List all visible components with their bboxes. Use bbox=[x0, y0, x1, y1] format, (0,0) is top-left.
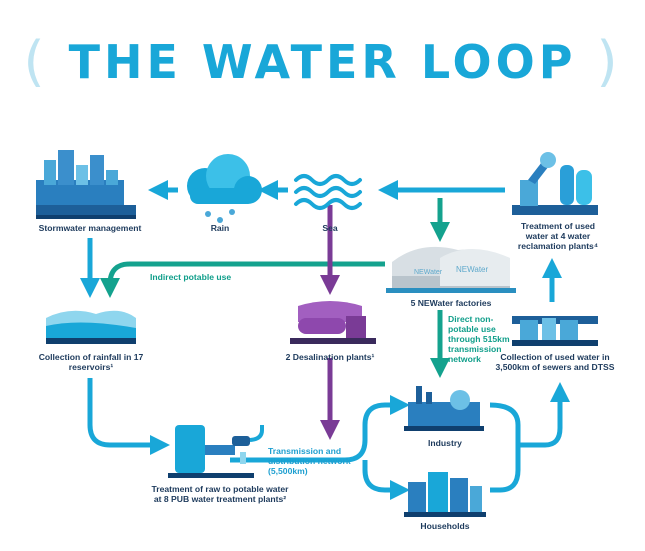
page-title: ( THE WATER LOOP ) bbox=[23, 30, 622, 93]
arrow-industry-to-sewers bbox=[489, 402, 521, 493]
label-direct-nonpotable: Direct non-potable use through 515km tra… bbox=[448, 314, 510, 364]
industry-icon bbox=[404, 386, 484, 431]
arrow-reservoirs-to-treatment bbox=[87, 378, 170, 455]
label-sewers: Collection of used water in 3,500km of s… bbox=[495, 352, 615, 372]
label-households: Households bbox=[420, 521, 470, 531]
label-industry: Industry bbox=[428, 438, 462, 448]
sewers-icon bbox=[512, 316, 598, 346]
label-desalination: 2 Desalination plants¹ bbox=[285, 352, 375, 362]
desalination-plant-icon bbox=[290, 301, 376, 344]
sea-waves-icon bbox=[294, 174, 362, 210]
label-sea: Sea bbox=[322, 223, 338, 233]
arrow-network-to-industry bbox=[344, 395, 410, 463]
arrow-network-to-households bbox=[362, 460, 410, 500]
label-treatment: Treatment of raw to potable water at 8 P… bbox=[151, 484, 289, 504]
households-icon bbox=[404, 472, 486, 517]
label-rain: Rain bbox=[210, 223, 230, 233]
arrow-to-sewers bbox=[518, 382, 570, 448]
reservoir-icon bbox=[46, 310, 136, 344]
label-transmission: Transmission and distribution network (5… bbox=[268, 446, 351, 476]
label-reclamation: Treatment of used water at 4 water recla… bbox=[517, 221, 599, 251]
label-newater: 5 NEWater factories bbox=[410, 298, 492, 308]
arrow-treatment-to-network bbox=[247, 425, 264, 442]
newater-factory-icon: NEWater NEWater bbox=[386, 246, 516, 293]
rain-cloud-icon bbox=[187, 154, 262, 223]
title-text: THE WATER LOOP bbox=[68, 35, 577, 89]
arrow-indirect-potable bbox=[100, 261, 385, 298]
treatment-plant-icon bbox=[168, 425, 254, 478]
reclamation-plant-icon bbox=[512, 152, 598, 215]
newater-sign-small: NEWater bbox=[414, 269, 443, 276]
stormwater-icon bbox=[36, 150, 136, 219]
label-indirect-potable: Indirect potable use bbox=[150, 272, 232, 282]
label-stormwater: Stormwater management bbox=[38, 223, 142, 233]
newater-sign: NEWater bbox=[456, 265, 488, 274]
label-reservoirs: Collection of rainfall in 17 reservoirs¹ bbox=[38, 352, 144, 372]
